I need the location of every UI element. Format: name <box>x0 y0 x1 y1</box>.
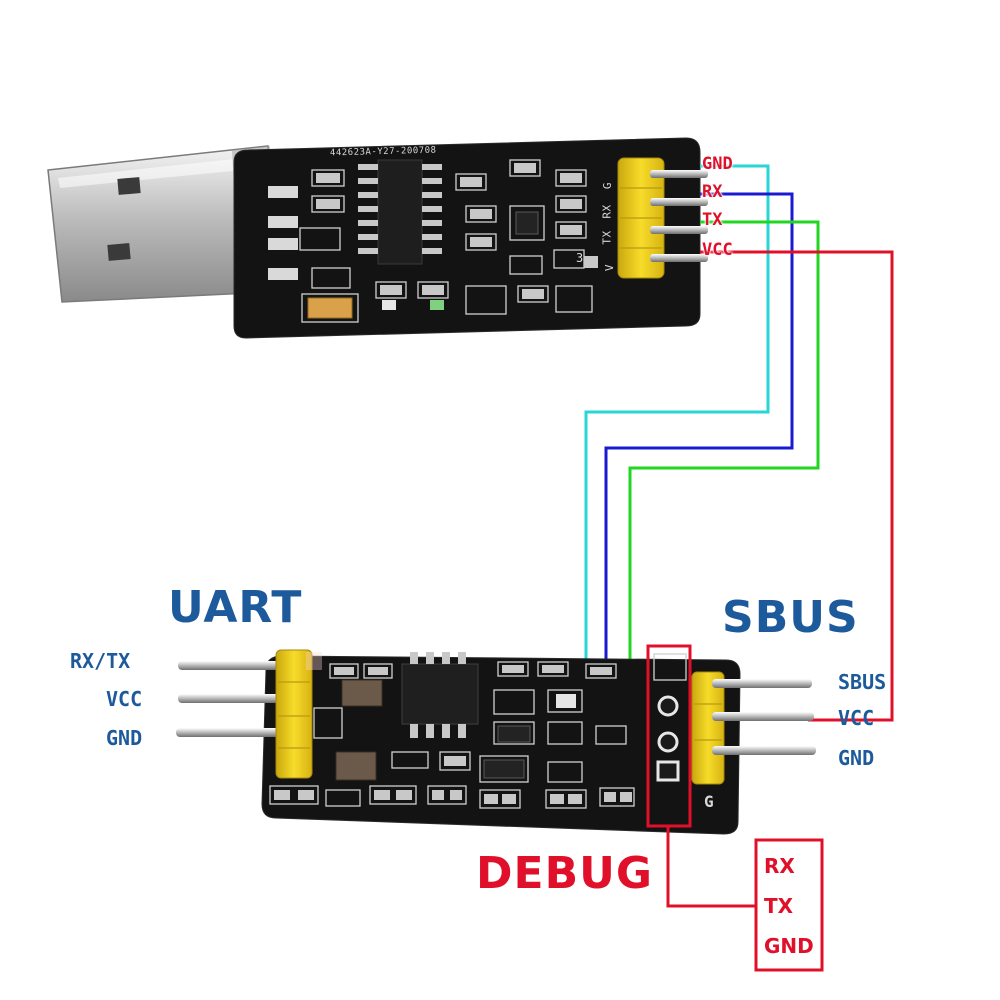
debug-title: DEBUG <box>476 848 653 899</box>
uart-title: UART <box>168 582 303 633</box>
receiver-inductor-2 <box>335 751 377 781</box>
usb-header-silk-rx: RX <box>600 204 614 219</box>
sbus-yellow-header <box>691 671 725 785</box>
receiver-smd-outlines <box>269 661 635 809</box>
uart-pin-label-vcc: VCC <box>106 687 143 711</box>
receiver-led <box>556 694 576 708</box>
usb-adapter <box>47 137 708 339</box>
debug-pads <box>653 653 687 782</box>
receiver-inductor-1 <box>341 679 383 707</box>
debug-pad-gnd <box>656 760 680 782</box>
usb-smd-pads <box>316 163 598 299</box>
usb-ch340-chip <box>377 159 423 265</box>
uart-pin-label-rxtx: RX/TX <box>70 649 131 673</box>
usb-tantalum-cap <box>307 297 353 319</box>
receiver-chip-pins <box>410 652 466 738</box>
debug-callout-line <box>666 826 756 908</box>
usb-header-silk-g: G <box>601 181 615 190</box>
receiver-main-chip <box>401 663 479 725</box>
uart-pin-label-gnd: GND <box>106 726 143 750</box>
sbus-pin-label-gnd: GND <box>838 746 875 770</box>
wire-vcc-red <box>700 250 894 722</box>
usb-header-silk-tx: TX <box>600 230 614 245</box>
usb-edge-contacts <box>268 186 298 280</box>
usb-header-pins <box>650 170 708 262</box>
usb-plug-hole-bottom <box>107 243 131 261</box>
usb-header-silk-v: V <box>603 263 617 272</box>
sbus-pins <box>712 679 816 755</box>
receiver-smd-pads <box>274 665 632 804</box>
sbus-title: SBUS <box>722 592 859 643</box>
sbus-pin-label-sbus: SBUS <box>838 670 887 694</box>
usb-plug-hole-top <box>117 177 141 195</box>
debug-pad-tx <box>657 731 679 753</box>
usb-pin-label-tx: TX <box>702 210 723 230</box>
receiver-transistor <box>497 725 531 743</box>
usb-pin-label-rx: RX <box>702 182 723 202</box>
receiver-board <box>176 644 816 835</box>
usb-pin-label-vcc: VCC <box>702 240 733 260</box>
usb-pin-label-gnd: GND <box>702 154 733 174</box>
usb-chip-pins <box>358 164 442 254</box>
debug-pin-label-gnd: GND <box>764 934 814 958</box>
usb-chip-marker: 3 <box>576 251 584 265</box>
sbus-pin-label-vcc: VCC <box>838 706 875 730</box>
debug-pin-label-rx: RX <box>764 854 795 878</box>
usb-transistor <box>515 211 539 235</box>
debug-marker-g: G <box>704 792 715 811</box>
debug-pad-rx <box>657 695 679 717</box>
usb-led <box>382 300 396 310</box>
debug-pin-label-tx: TX <box>764 894 794 918</box>
uart-pins <box>176 661 302 737</box>
debug-pin-box <box>754 838 824 972</box>
